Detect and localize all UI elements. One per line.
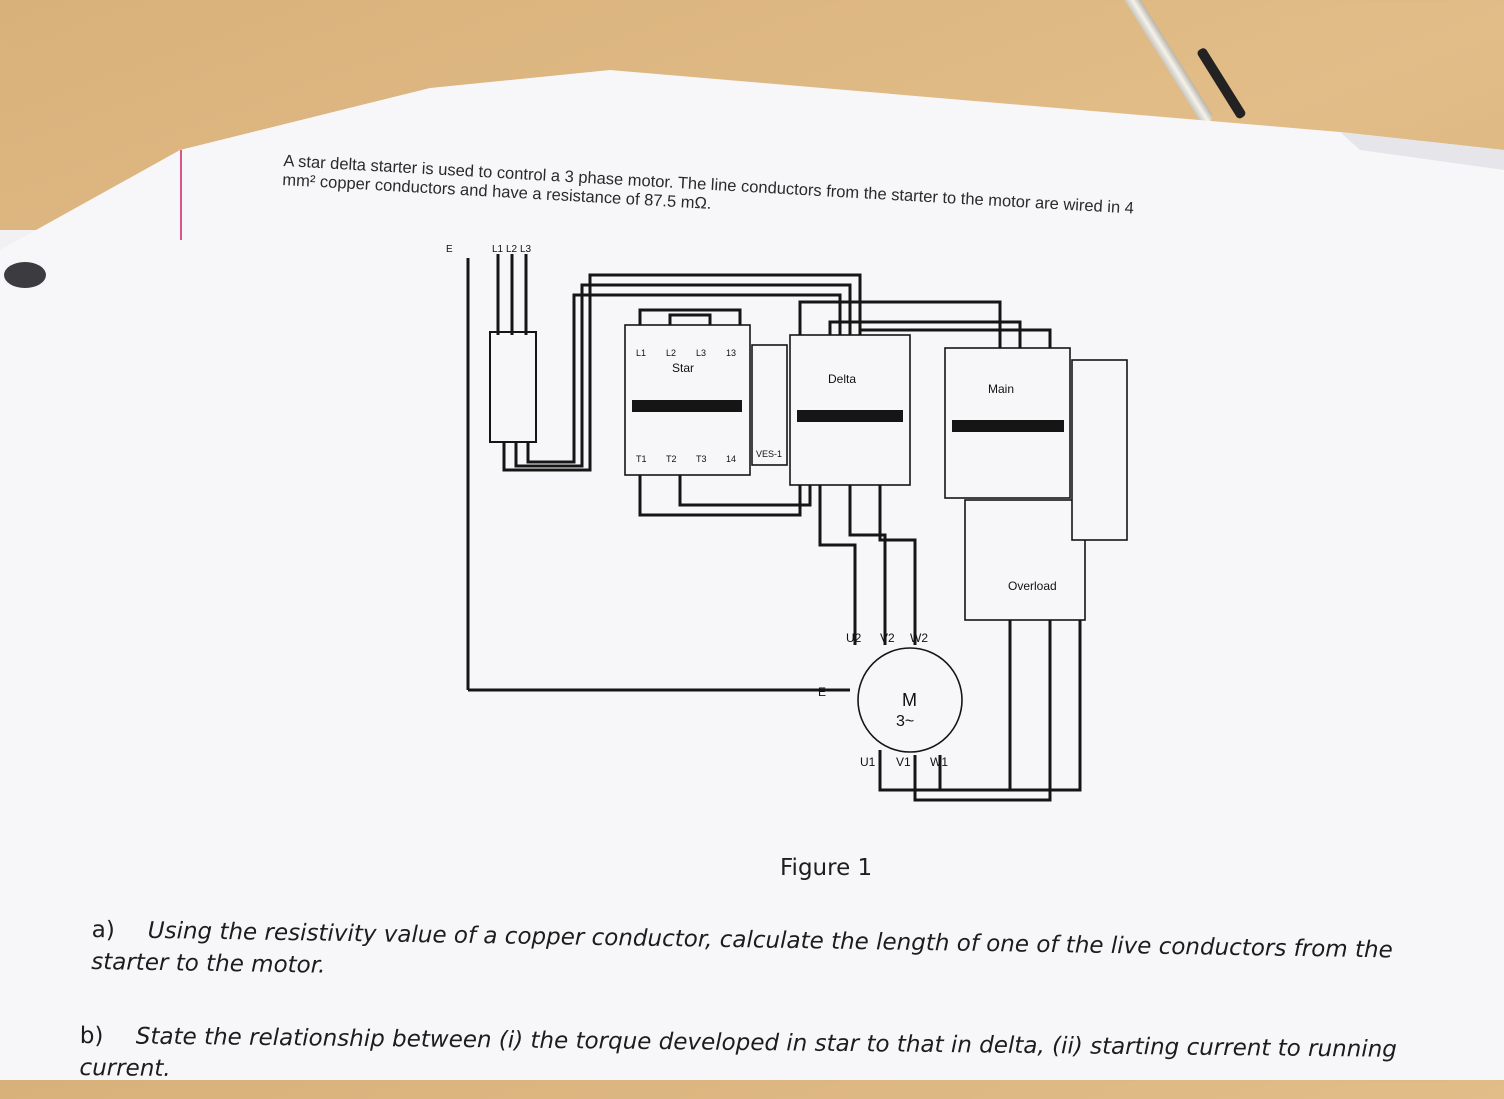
question-b-letter: b): [79, 1022, 104, 1050]
star-terminal-13: 13: [726, 348, 736, 358]
question-a-letter: a): [91, 916, 116, 944]
motor-terminal-u2: U2: [846, 631, 862, 645]
star-delta-wiring-diagram: E L1 L2 L3 Star Delta Main Overload VES-…: [446, 244, 1128, 802]
l3-supply-label: L3: [520, 244, 532, 255]
motor-terminal-v2: V2: [880, 631, 895, 645]
motor-symbol: [857, 647, 963, 753]
margin-line: [180, 150, 182, 240]
star-terminal-14: 14: [726, 454, 736, 464]
timer-module: [751, 344, 788, 466]
question-b: b)State the relationship between (i) the…: [79, 1020, 1480, 1099]
star-terminal-l2: L2: [666, 348, 676, 358]
star-terminal-t2: T2: [666, 454, 677, 464]
motor-terminal-w2: W2: [910, 631, 928, 645]
star-terminal-l3: L3: [696, 348, 706, 358]
motor-m-label: M: [902, 690, 917, 710]
star-terminal-l1: L1: [636, 348, 646, 358]
overload-relay: [964, 499, 1086, 621]
l2-supply-label: L2: [506, 244, 518, 255]
motor-terminal-u1: U1: [860, 755, 876, 769]
overload-label: Overload: [1008, 579, 1057, 593]
delta-label: Delta: [828, 372, 856, 386]
motor-phase-label: 3~: [896, 713, 914, 730]
question-b-text: State the relationship between (i) the t…: [79, 1023, 1397, 1082]
motor-terminal-w1: W1: [930, 755, 948, 769]
timer-relay: [1071, 359, 1128, 541]
star-label: Star: [672, 361, 694, 375]
motor-earth-label: E: [818, 685, 826, 699]
main-label: Main: [988, 382, 1014, 396]
star-terminal-t1: T1: [636, 454, 647, 464]
binder-hole: [4, 262, 46, 288]
earth-supply-label: E: [446, 244, 453, 255]
figure-caption: Figure 1: [780, 855, 873, 881]
l1-supply-label: L1: [492, 244, 504, 255]
ves-1-label: VES-1: [756, 449, 782, 459]
motor-terminal-v1: V1: [896, 755, 911, 769]
star-terminal-t3: T3: [696, 454, 707, 464]
